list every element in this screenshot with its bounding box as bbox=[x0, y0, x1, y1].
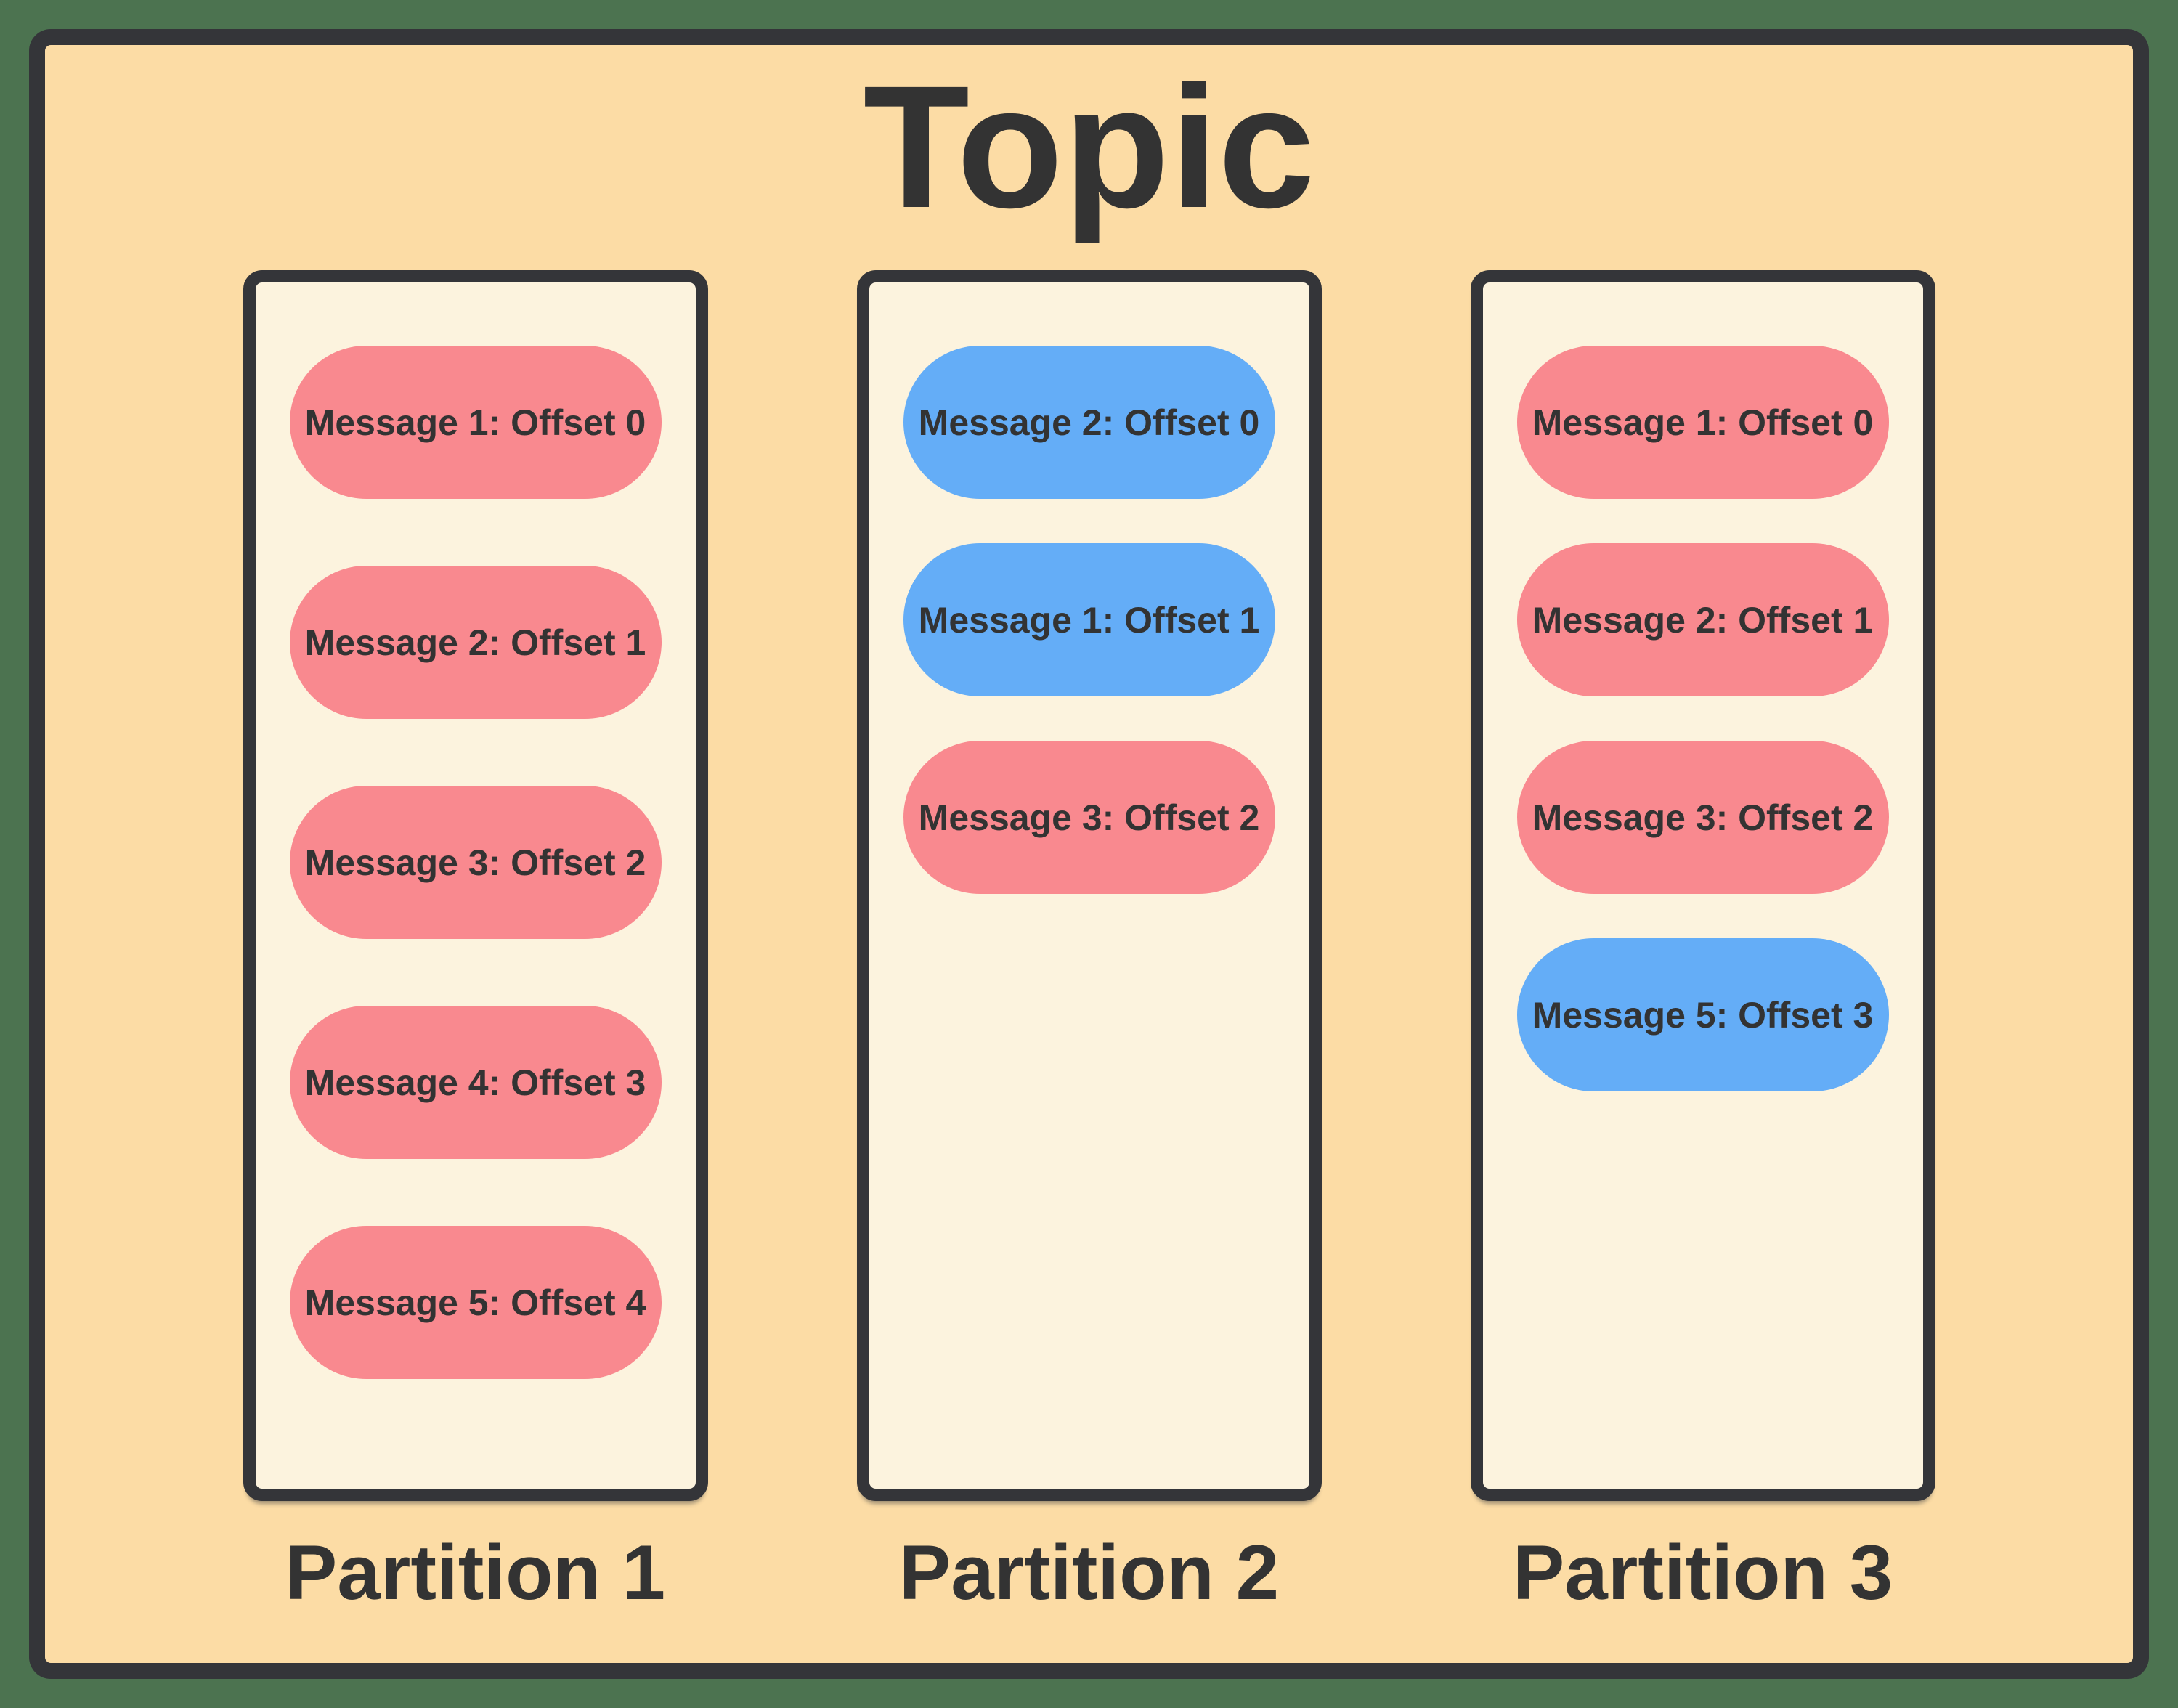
topic-container: Topic Message 1: Offset 0 Message 2: Offs… bbox=[29, 29, 2149, 1679]
message-pill: Message 3: Offset 2 bbox=[903, 741, 1275, 894]
message-pill: Message 1: Offset 1 bbox=[903, 543, 1275, 696]
message-pill: Message 5: Offset 3 bbox=[1516, 938, 1889, 1091]
partition-box: Message 2: Offset 0 Message 1: Offset 1 Me… bbox=[856, 270, 1322, 1501]
topic-title: Topic bbox=[863, 49, 1315, 244]
partition-2: Message 2: Offset 0 Message 1: Offset 1 Me… bbox=[856, 270, 1322, 1616]
partition-box: Message 1: Offset 0 Message 2: Offset 1 Me… bbox=[1470, 270, 1935, 1501]
message-pill: Message 3: Offset 2 bbox=[1516, 741, 1889, 894]
partition-label: Partition 2 bbox=[898, 1529, 1280, 1616]
partition-label: Partition 1 bbox=[285, 1529, 666, 1616]
partition-box: Message 1: Offset 0 Message 2: Offset 1 Me… bbox=[243, 270, 708, 1501]
message-pill: Message 2: Offset 1 bbox=[289, 566, 662, 719]
message-pill: Message 3: Offset 2 bbox=[289, 786, 662, 939]
message-pill: Message 2: Offset 1 bbox=[1516, 543, 1889, 696]
partitions-row: Message 1: Offset 0 Message 2: Offset 1 Me… bbox=[243, 270, 1935, 1616]
partition-label: Partition 3 bbox=[1512, 1529, 1893, 1616]
message-pill: Message 4: Offset 3 bbox=[289, 1006, 662, 1159]
message-pill: Message 1: Offset 0 bbox=[1516, 346, 1889, 499]
message-pill: Message 1: Offset 0 bbox=[289, 346, 662, 499]
message-pill: Message 5: Offset 4 bbox=[289, 1226, 662, 1379]
partition-3: Message 1: Offset 0 Message 2: Offset 1 Me… bbox=[1470, 270, 1935, 1616]
partition-1: Message 1: Offset 0 Message 2: Offset 1 Me… bbox=[243, 270, 708, 1616]
message-pill: Message 2: Offset 0 bbox=[903, 346, 1275, 499]
